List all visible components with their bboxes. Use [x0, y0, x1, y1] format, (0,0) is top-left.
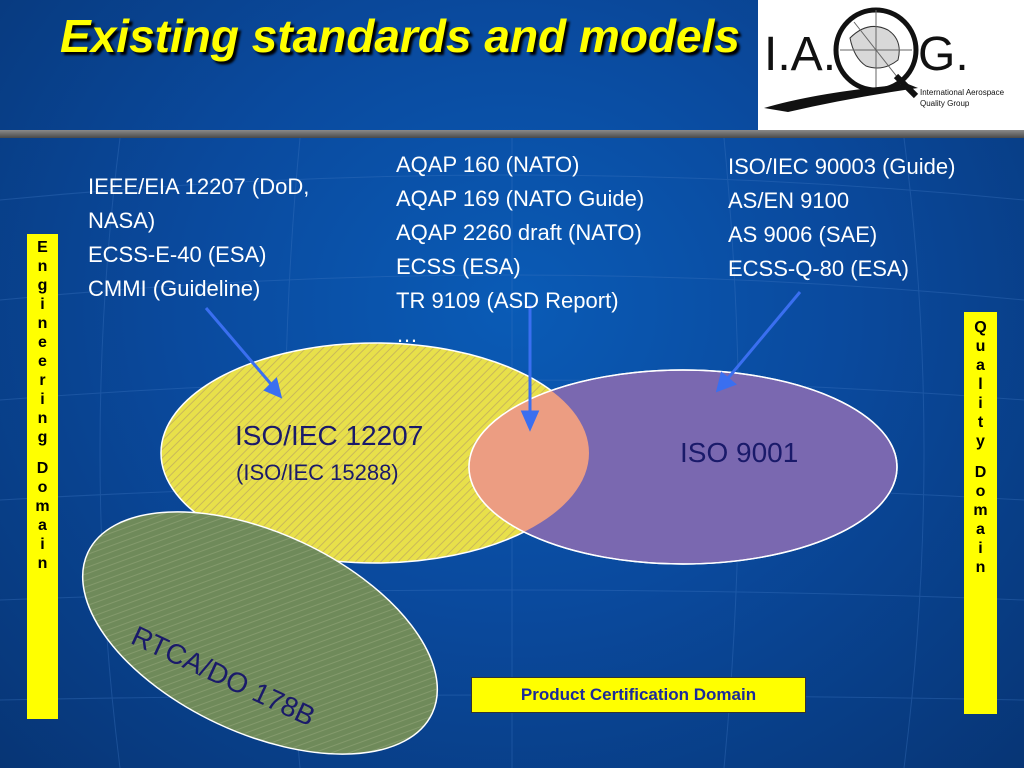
right-standard-item: AS 9006 (SAE)	[728, 222, 878, 247]
domain-letter: D	[974, 464, 987, 481]
right-standard-item: ISO/IEC 90003 (Guide)	[728, 154, 956, 179]
domain-letter: e	[38, 334, 47, 351]
middle-standard-item: TR 9109 (ASD Report)	[396, 288, 619, 313]
middle-standard-item: AQAP 2260 draft (NATO)	[396, 220, 642, 245]
middle-standard-item: …	[396, 322, 418, 347]
right-standard-item: AS/EN 9100	[728, 188, 850, 213]
title-divider	[0, 130, 1024, 138]
logo-line1: International Aerospace	[920, 88, 1005, 97]
certification-ellipse	[81, 511, 439, 755]
left-standard-item: ECSS-E-40 (ESA)	[88, 242, 267, 267]
domain-letter: i	[40, 391, 45, 408]
engineering-ellipse-subtitle: (ISO/IEC 15288)	[236, 460, 399, 485]
domain-letter: n	[37, 258, 48, 275]
arrow-left-head	[263, 377, 283, 399]
domain-letter: r	[39, 372, 46, 389]
left-standard-item: CMMI (Guideline)	[88, 276, 261, 301]
domain-letter: n	[975, 559, 986, 576]
domain-letter: g	[37, 429, 48, 446]
domain-letter: a	[38, 517, 47, 534]
domain-letter: o	[975, 483, 986, 500]
middle-standard-item: ECSS (ESA)	[396, 254, 521, 279]
domain-letter: i	[40, 536, 45, 553]
domain-letter: a	[976, 521, 985, 538]
engineering-ellipse-title: ISO/IEC 12207	[235, 420, 424, 451]
domain-letter: n	[37, 555, 48, 572]
domain-letter: t	[977, 414, 984, 431]
domain-letter: i	[40, 296, 45, 313]
domain-letter: u	[975, 338, 986, 355]
left-standard-item: IEEE/EIA 12207 (DoD,	[88, 174, 310, 199]
domain-letter: Q	[974, 319, 987, 336]
domain-letter: o	[37, 479, 48, 496]
domain-letter: a	[976, 357, 985, 374]
domain-letter	[964, 451, 997, 463]
domain-letter: D	[36, 460, 49, 477]
domain-letter: i	[978, 540, 983, 557]
domain-letter: E	[37, 239, 48, 256]
arrow-middle-head	[520, 410, 540, 432]
domain-letter	[27, 447, 58, 459]
left-standards-list: IEEE/EIA 12207 (DoD, NASA) ECSS-E-40 (ES…	[88, 170, 309, 306]
left-standard-item: NASA)	[88, 208, 156, 233]
domain-letter: m	[35, 498, 50, 515]
product-certification-domain-label: Product Certification Domain	[471, 677, 806, 713]
logo-line2: Quality Group	[920, 99, 970, 108]
domain-letter: n	[37, 315, 48, 332]
domain-letter: m	[973, 502, 988, 519]
domain-letter: l	[978, 376, 983, 393]
middle-standard-item: AQAP 160 (NATO)	[396, 152, 580, 177]
domain-letter: n	[37, 410, 48, 427]
middle-standards-list: AQAP 160 (NATO) AQAP 169 (NATO Guide) AQ…	[396, 148, 644, 352]
right-standard-item: ECSS-Q-80 (ESA)	[728, 256, 909, 281]
arrow-right-head	[715, 371, 737, 393]
right-standards-list: ISO/IEC 90003 (Guide) AS/EN 9100 AS 9006…	[728, 150, 955, 286]
domain-letter: y	[976, 433, 985, 450]
logo-letters-left: I.A.	[764, 28, 836, 81]
iaqg-logo: I.A. G. International Aerospace Quality …	[758, 0, 1024, 130]
domain-letter: e	[38, 353, 47, 370]
domain-letter: g	[37, 277, 48, 294]
slide-title: Existing standards and models	[60, 10, 740, 62]
middle-standard-item: AQAP 169 (NATO Guide)	[396, 186, 645, 211]
logo-letters-right: G.	[918, 28, 969, 81]
quality-ellipse-title: ISO 9001	[680, 437, 799, 468]
domain-letter: i	[978, 395, 983, 412]
